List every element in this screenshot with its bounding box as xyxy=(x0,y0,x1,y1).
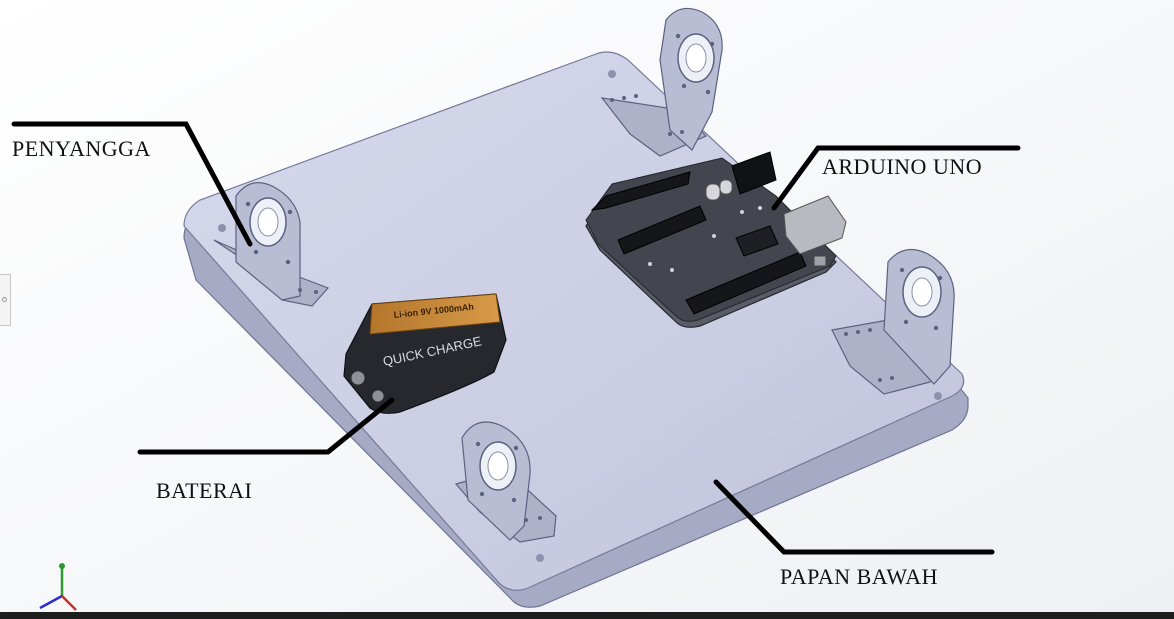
plate-hole xyxy=(218,224,226,232)
motor-bracket-top xyxy=(600,7,723,157)
chip xyxy=(735,225,779,257)
leader-lines xyxy=(11,121,1021,555)
label-arduino-uno: ARDUINO UNO xyxy=(822,154,983,179)
battery-9v: Li-ion 9V 1000mAh QUICK CHARGE xyxy=(343,293,507,414)
plate-hole xyxy=(536,554,544,562)
motor-bracket-right xyxy=(831,248,955,395)
tab-grip-icon xyxy=(2,297,7,302)
plate-hole xyxy=(934,392,942,400)
axis-triad-icon xyxy=(39,563,77,611)
base-plate xyxy=(183,51,969,608)
reset-button xyxy=(813,255,827,267)
label-baterai: BATERAI xyxy=(156,478,253,503)
leader-baterai xyxy=(137,397,395,455)
bottom-status-bar xyxy=(0,612,1174,619)
usb-port xyxy=(783,195,847,255)
leader-papan-bawah xyxy=(713,479,995,555)
power-jack xyxy=(731,151,777,195)
label-penyangga: PENYANGGA xyxy=(12,136,151,161)
battery-terminal xyxy=(350,370,366,386)
header-pins xyxy=(617,205,707,255)
header-pins xyxy=(590,171,691,211)
header-pins xyxy=(685,251,807,315)
label-papan-bawah: PAPAN BAWAH xyxy=(780,564,938,589)
battery-terminal xyxy=(371,389,385,403)
side-panel-tab[interactable] xyxy=(0,274,11,326)
motor-bracket-bottom xyxy=(454,421,557,543)
arduino-uno-board xyxy=(585,151,847,328)
motor-bracket-left xyxy=(213,182,330,307)
capacitor xyxy=(705,183,721,201)
capacitor xyxy=(719,179,733,195)
leader-penyangga xyxy=(11,121,253,247)
leader-arduino xyxy=(771,145,821,211)
plate-hole xyxy=(608,70,616,78)
